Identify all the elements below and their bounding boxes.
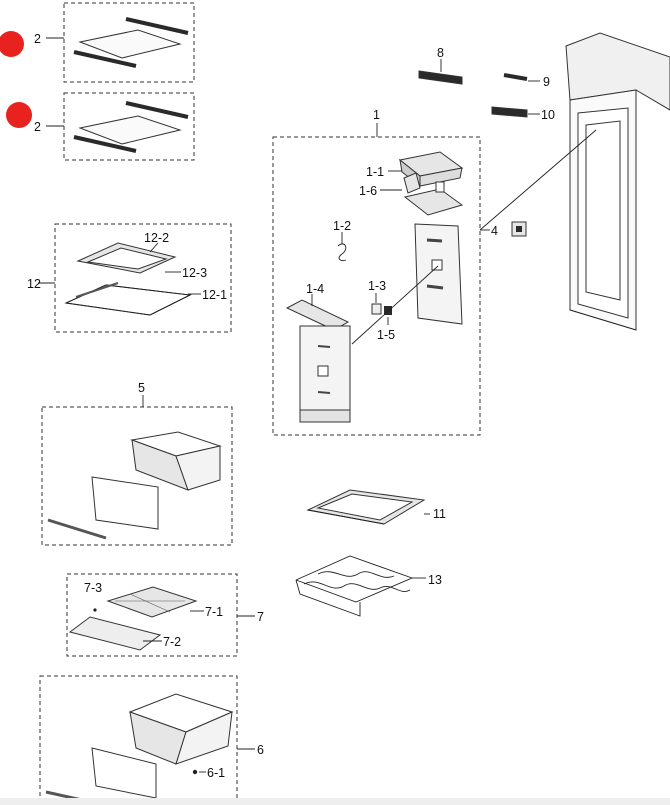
- label-part-1-3: 1-3: [368, 279, 386, 293]
- label-shelf-second: 2: [34, 120, 41, 134]
- part-13-wine-rack: 13: [295, 555, 442, 617]
- label-assembly-6: 6: [257, 743, 264, 757]
- label-part-1-2: 1-2: [333, 219, 351, 233]
- assembly-12: 12 12-2 12-3 12-1: [27, 223, 232, 333]
- assembly-7: 7 7-1 7-2 7-3: [66, 573, 264, 657]
- assembly-5: 5: [41, 381, 233, 546]
- shelf-assembly-second: 2: [34, 92, 195, 161]
- parts-8-9-10: 8 9 10: [418, 46, 555, 122]
- label-part-4: 4: [491, 224, 498, 238]
- label-part-10: 10: [541, 108, 555, 122]
- label-part-9: 9: [543, 75, 550, 89]
- label-part-12-2: 12-2: [144, 231, 169, 245]
- label-assembly-12: 12: [27, 277, 41, 291]
- label-part-11: 11: [433, 507, 446, 521]
- label-assembly-1: 1: [373, 108, 380, 122]
- label-assembly-7: 7: [257, 610, 264, 624]
- label-part-12-1: 12-1: [202, 288, 227, 302]
- part-11-shelf: 11: [306, 489, 446, 525]
- label-assembly-5: 5: [138, 381, 145, 395]
- label-part-6-1: 6-1: [207, 766, 225, 780]
- assembly-1: 1 1-1 1-6 1-2 1-3 1-5: [272, 108, 481, 436]
- assembly-6: 6 6-1: [39, 675, 264, 805]
- label-part-1-5: 1-5: [377, 328, 395, 342]
- label-part-7-3: 7-3: [84, 581, 102, 595]
- label-part-1-1: 1-1: [366, 165, 384, 179]
- red-dot-marker-icon: [6, 102, 32, 128]
- label-part-12-3: 12-3: [182, 266, 207, 280]
- label-part-13: 13: [428, 573, 442, 587]
- label-part-7-1: 7-1: [205, 605, 223, 619]
- fridge-cabinet: 4: [479, 32, 670, 331]
- label-part-1-4: 1-4: [306, 282, 324, 296]
- label-part-1-6: 1-6: [359, 184, 377, 198]
- label-part-8: 8: [437, 46, 444, 60]
- label-shelf-top: 2: [34, 32, 41, 46]
- shelf-assembly-top: 2: [34, 2, 195, 83]
- label-part-7-2: 7-2: [163, 635, 181, 649]
- bottom-toolbar-strip: [0, 798, 670, 805]
- red-dot-marker-icon: [0, 31, 24, 57]
